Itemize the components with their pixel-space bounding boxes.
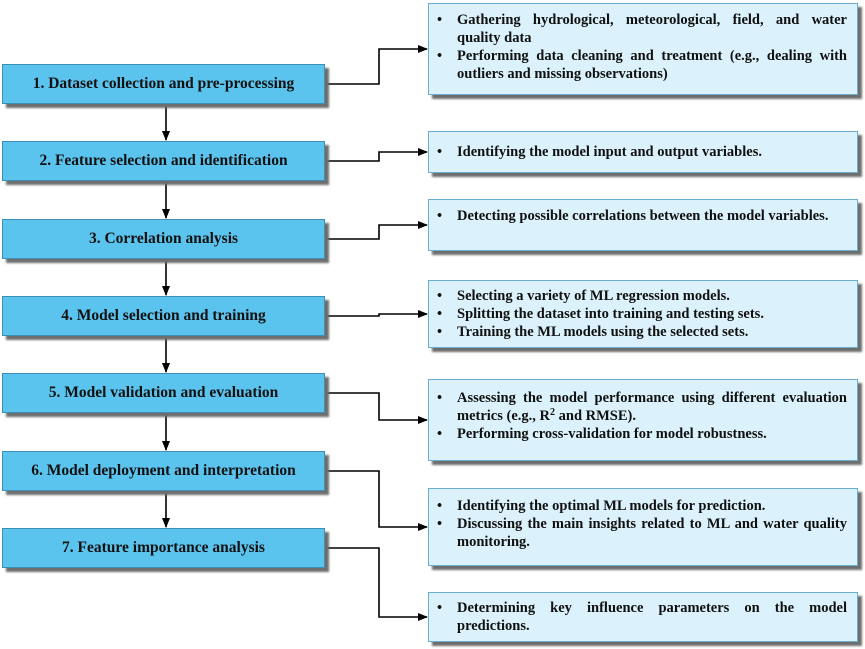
step-label: 2. Feature selection and identification	[39, 152, 288, 169]
detail-box-2: Identifying the model input and output v…	[428, 131, 858, 173]
superscript-two: 2	[550, 407, 555, 418]
detail-arrow	[325, 547, 428, 621]
detail-arrow	[325, 148, 428, 162]
detail-bullet: Detecting possible correlations between …	[435, 207, 847, 225]
detail-arrow	[325, 470, 428, 531]
detail-bullet-text: Assessing the model performance using di…	[457, 390, 847, 424]
step-box-2: 2. Feature selection and identification	[2, 141, 325, 181]
detail-bullet: Assessing the model performance using di…	[435, 389, 847, 425]
detail-box-7: Determining key influence parameters on …	[428, 592, 858, 642]
step-box-1: 1. Dataset collection and pre-processing	[2, 64, 325, 104]
step-label: 1. Dataset collection and pre-processing	[32, 75, 295, 92]
detail-bullet: Gathering hydrological, meteorological, …	[435, 11, 847, 47]
detail-bullet: Performing cross-validation for model ro…	[435, 425, 847, 443]
step-box-4: 4. Model selection and training	[2, 296, 325, 336]
detail-box-3: Detecting possible correlations between …	[428, 199, 858, 251]
step-label: 7. Feature importance analysis	[62, 539, 265, 556]
detail-bullet: Performing data cleaning and treatment (…	[435, 47, 847, 83]
detail-box-1: Gathering hydrological, meteorological, …	[428, 3, 858, 95]
detail-bullet: Training the ML models using the selecte…	[435, 323, 847, 341]
step-box-5: 5. Model validation and evaluation	[2, 373, 325, 413]
detail-bullet: Determining key influence parameters on …	[435, 599, 847, 635]
detail-bullet: Identifying the optimal ML models for pr…	[435, 497, 847, 515]
detail-bullet: Identifying the model input and output v…	[435, 143, 847, 161]
detail-box-6: Identifying the optimal ML models for pr…	[428, 488, 858, 566]
step-label: 3. Correlation analysis	[88, 230, 239, 247]
detail-arrow	[325, 392, 428, 424]
detail-arrow	[325, 310, 428, 318]
detail-box-4: Selecting a variety of ML regression mod…	[428, 280, 858, 348]
step-box-3: 3. Correlation analysis	[2, 219, 325, 259]
step-box-6: 6. Model deployment and interpretation	[2, 451, 325, 491]
detail-bullet-text: and RMSE).	[555, 408, 636, 424]
step-label: 6. Model deployment and interpretation	[31, 462, 296, 479]
detail-box-5: Assessing the model performance using di…	[428, 379, 858, 461]
detail-arrow	[325, 221, 428, 240]
step-box-7: 7. Feature importance analysis	[2, 528, 325, 568]
detail-arrow	[325, 45, 428, 85]
detail-bullet: Splitting the dataset into training and …	[435, 305, 847, 323]
step-label: 4. Model selection and training	[61, 307, 266, 324]
detail-bullet: Selecting a variety of ML regression mod…	[435, 287, 847, 305]
step-label: 5. Model validation and evaluation	[48, 384, 279, 401]
detail-bullet: Discussing the main insights related to …	[435, 515, 847, 551]
